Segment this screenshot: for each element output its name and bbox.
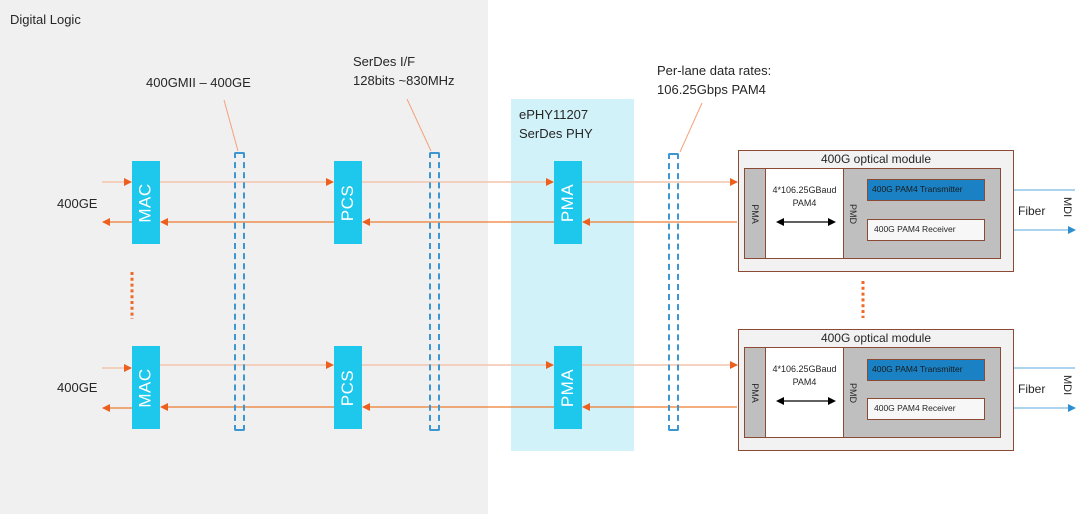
module-pmd-section: PMD xyxy=(844,169,862,258)
lane2-tx-path xyxy=(102,361,738,372)
pcs-label: PCS xyxy=(338,184,357,221)
module-pma-label: PMA xyxy=(749,382,760,403)
optical-module-lane2: 400G optical module PMA 4*106.25GBaud PA… xyxy=(738,329,1014,451)
pam4-transmitter: 400G PAM4 Transmitter xyxy=(867,359,985,381)
optical-module-inner: PMA 4*106.25GBaud PAM4 PMD 400G PAM4 Tra… xyxy=(744,347,1001,438)
phy-name-line2: SerDes PHY xyxy=(519,126,593,141)
optical-module-title: 400G optical module xyxy=(820,331,932,345)
optical-module-title: 400G optical module xyxy=(820,152,932,166)
mac-block-lane2: MAC xyxy=(132,346,160,429)
fiber-label-lane2: Fiber xyxy=(1018,382,1046,396)
port-label-lane1: 400GE xyxy=(57,196,98,211)
phy-name-line1: ePHY11207 xyxy=(519,107,589,122)
pma-block-lane1: PMA xyxy=(554,161,582,244)
pcs-label: PCS xyxy=(338,369,357,406)
fiber-label-lane1: Fiber xyxy=(1018,204,1046,218)
serdes-if-leader-line xyxy=(406,98,432,152)
module-link-rate-line2: PAM4 xyxy=(792,377,817,387)
module-pma-label: PMA xyxy=(749,203,760,224)
module-pma-section: PMA xyxy=(745,169,766,258)
bidirectional-arrow-icon xyxy=(776,218,836,226)
module-link-rate: 4*106.25GBaud PAM4 xyxy=(766,184,843,210)
module-link-rate-line1: 4*106.25GBaud xyxy=(772,364,837,374)
pcs-block-lane1: PCS xyxy=(334,161,362,244)
digital-logic-title: Digital Logic xyxy=(10,12,81,27)
module-pmd-section: PMD xyxy=(844,348,862,437)
lane2-rx-path xyxy=(102,403,737,412)
mdi-label-lane2: MDI xyxy=(1061,375,1073,396)
pam4-receiver: 400G PAM4 Receiver xyxy=(867,398,985,420)
mac-label: MAC xyxy=(136,182,155,223)
port-label-lane2: 400GE xyxy=(57,380,98,395)
lane-rate-annotation-line2: 106.25Gbps PAM4 xyxy=(657,82,766,97)
mac-label: MAC xyxy=(136,367,155,408)
lane-rate-interface-boundary xyxy=(668,153,679,431)
module-link-rate-line2: PAM4 xyxy=(792,198,817,208)
serdes-interface-boundary xyxy=(429,152,440,431)
gmii-leader-line xyxy=(223,99,239,152)
pma-label: PMA xyxy=(558,183,577,222)
pam4-receiver: 400G PAM4 Receiver xyxy=(867,219,985,241)
pam4-transmitter: 400G PAM4 Transmitter xyxy=(867,179,985,201)
lane-rate-leader-line xyxy=(679,102,703,153)
module-pma-section: PMA xyxy=(745,348,766,437)
serdes-if-annotation-line2: 128bits ~830MHz xyxy=(353,73,455,88)
bidirectional-arrow-icon xyxy=(776,397,836,405)
pma-block-lane2: PMA xyxy=(554,346,582,429)
pma-label: PMA xyxy=(558,368,577,407)
module-link-rate-line1: 4*106.25GBaud xyxy=(772,185,837,195)
module-pmd-label: PMD xyxy=(848,203,858,224)
serdes-if-annotation-line1: SerDes I/F xyxy=(353,54,416,69)
gmii-interface-boundary xyxy=(234,152,245,431)
module-electrical-link: 4*106.25GBaud PAM4 xyxy=(766,169,844,258)
lane-rate-annotation-line1: Per-lane data rates: xyxy=(657,63,772,78)
optical-module-inner: PMA 4*106.25GBaud PAM4 PMD 400G PAM4 Tra… xyxy=(744,168,1001,259)
pcs-block-lane2: PCS xyxy=(334,346,362,429)
module-link-rate: 4*106.25GBaud PAM4 xyxy=(766,363,843,389)
module-electrical-link: 4*106.25GBaud PAM4 xyxy=(766,348,844,437)
optical-module-lane1: 400G optical module PMA 4*106.25GBaud PA… xyxy=(738,150,1014,272)
mac-block-lane1: MAC xyxy=(132,161,160,244)
gmii-annotation: 400GMII – 400GE xyxy=(146,75,251,90)
module-pmd-label: PMD xyxy=(848,382,858,403)
mdi-label-lane1: MDI xyxy=(1061,197,1073,218)
